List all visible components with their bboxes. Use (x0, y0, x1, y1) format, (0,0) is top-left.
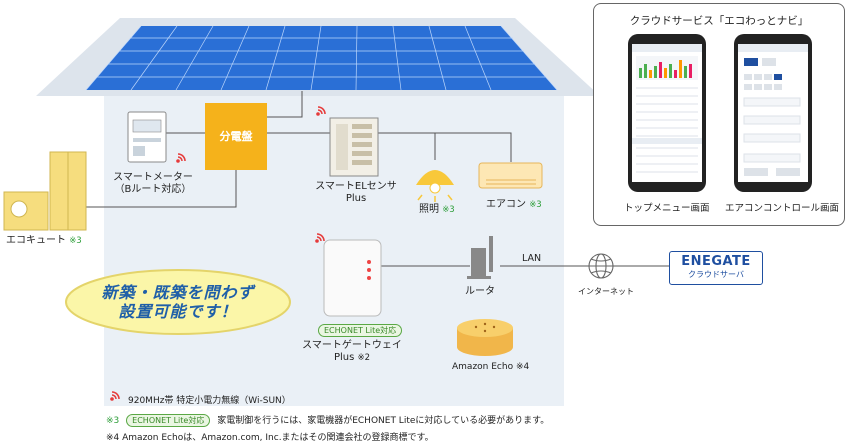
bubble-message: 新築・既築を問わず 設置可能です！ (78, 283, 278, 321)
bubble-line-2: 設置可能です！ (118, 302, 238, 321)
echo-name: Amazon Echo (452, 362, 514, 372)
el-sensor-sub: Plus (345, 193, 367, 204)
note3-mark: ※3 (106, 416, 120, 426)
phone-top-menu (628, 34, 706, 192)
lighting-mark: ※3 (442, 205, 455, 215)
top-menu-screen-label: トップメニュー画面 (624, 203, 710, 214)
enegate-server-box: ENEGATE クラウドサーバ (669, 251, 763, 285)
cloud-service-panel: クラウドサービス「エコわっとナビ」 (593, 3, 845, 226)
ecocute-mark: ※3 (69, 236, 82, 246)
bubble-line-1: 新築・既築を問わず (101, 283, 255, 302)
aircon-label: エアコン ※3 (486, 199, 542, 211)
el-sensor-illustration (329, 117, 379, 177)
wireless-icon-gateway (315, 233, 325, 243)
gateway-echonet-badge: ECHONET Lite対応 (318, 324, 403, 337)
enegate-sub: クラウドサーバ (688, 270, 744, 279)
smart-meter-name: スマートメーター (113, 172, 193, 183)
lighting-name: 照明 (419, 204, 439, 215)
aircon-name: エアコン (486, 199, 526, 210)
gateway-label: スマートゲートウェイ Plus ※2 (302, 340, 402, 364)
wireless-icon-legend (110, 391, 120, 401)
echo-label: Amazon Echo ※4 (452, 361, 529, 373)
ecocute-illustration (3, 151, 87, 231)
gateway-name: スマートゲートウェイ (302, 340, 402, 351)
note3-text: 家電制御を行うには、家電機器がECHONET Liteに対応している必要がありま… (217, 416, 550, 426)
internet-label: インターネット (578, 287, 634, 296)
lan-label: LAN (522, 253, 542, 264)
phone-screens (628, 34, 812, 192)
aircon-screen-label: エアコンコントロール画面 (725, 203, 840, 214)
ecocute-label: エコキュート ※3 (6, 235, 82, 247)
echo-illustration (457, 319, 513, 356)
smart-meter-note: （Bルート対応） (114, 184, 192, 195)
solar-panel-grid (85, 25, 558, 91)
aircon-illustration (478, 162, 543, 189)
gateway-mark: ※2 (357, 353, 371, 363)
cloud-service-title: クラウドサービス「エコわっとナビ」 (629, 15, 809, 27)
smart-meter-illustration (127, 111, 167, 163)
distribution-board-label: 分電盤 (219, 130, 253, 143)
globe-icon (588, 253, 614, 279)
lighting-label: 照明 ※3 (419, 204, 455, 216)
distribution-board-box (205, 103, 267, 170)
el-sensor-name: スマートELセンサ (315, 181, 397, 192)
legend-note-4: ※4 Amazon Echoは、Amazon.com, Inc.またはその関連会… (106, 433, 434, 443)
gateway-illustration (323, 239, 382, 317)
wireless-icon-sensor (316, 106, 326, 116)
lamp-illustration (416, 170, 454, 202)
echo-mark: ※4 (515, 362, 530, 372)
gateway-sub: Plus (333, 352, 355, 363)
note3-badge: ECHONET Lite対応 (126, 414, 211, 427)
phone-aircon-control (734, 34, 812, 192)
aircon-mark: ※3 (529, 200, 542, 210)
router-illustration (467, 236, 493, 279)
solar-panel (86, 26, 557, 90)
legend-note-3: ※3 ECHONET Lite対応 家電制御を行うには、家電機器がECHONET… (106, 413, 549, 427)
el-sensor-label: スマートELセンサ Plus (311, 181, 401, 205)
ecocute-name: エコキュート (6, 235, 66, 246)
message-bubble (65, 269, 291, 335)
enegate-brand: ENEGATE (681, 254, 751, 269)
wireless-icon-meter (176, 153, 186, 163)
legend-wireless: 920MHz帯 特定小電力無線（Wi-SUN） (128, 396, 291, 406)
smart-meter-label: スマートメーター （Bルート対応） (113, 172, 193, 196)
mini-bar-chart (639, 60, 692, 78)
router-label: ルータ (465, 286, 495, 297)
